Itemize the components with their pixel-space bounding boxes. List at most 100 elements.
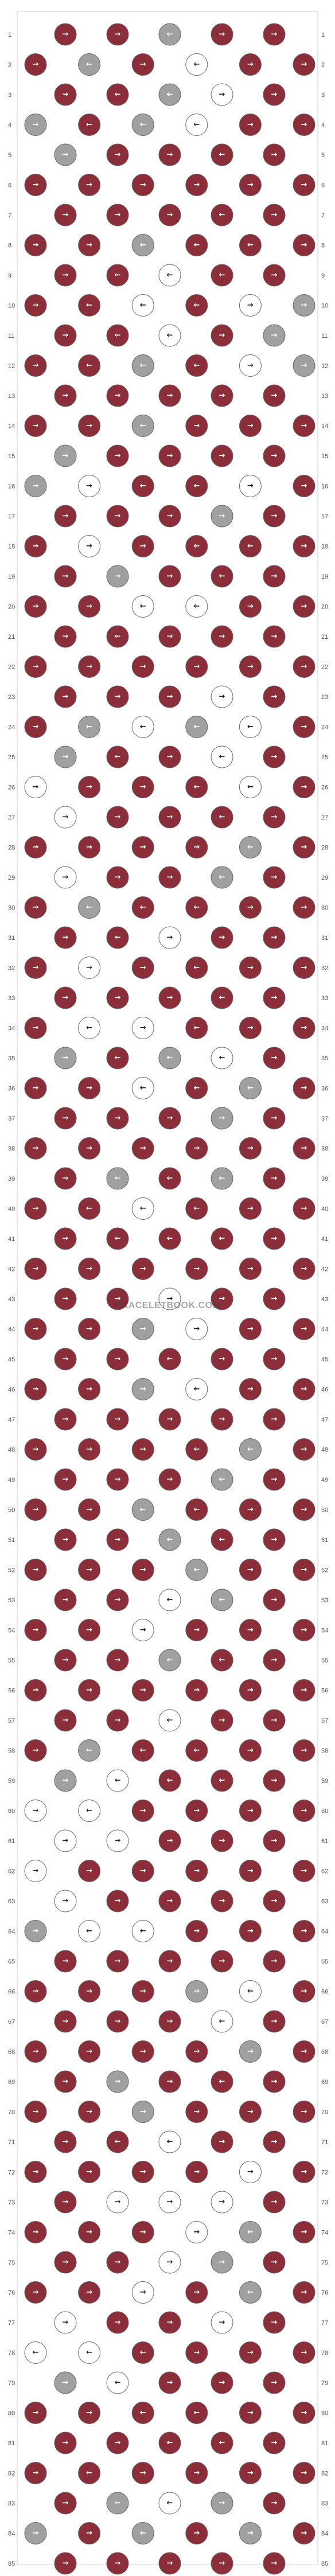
knot: → xyxy=(131,2101,154,2123)
knot-direction-icon: → xyxy=(271,2559,278,2568)
knot-direction-icon: ← xyxy=(247,783,254,791)
knot-circle xyxy=(185,1679,208,1701)
knot-circle xyxy=(106,1167,129,1190)
knot-direction-icon: → xyxy=(301,1445,307,1454)
knot: → xyxy=(106,2191,129,2214)
row-number-left: 82 xyxy=(8,2470,15,2477)
knot-direction-icon: → xyxy=(271,813,278,822)
knot-circle xyxy=(293,2040,315,2063)
knot-circle xyxy=(185,1559,208,1581)
knot-circle xyxy=(211,2251,233,2274)
knot-direction-icon: → xyxy=(193,1264,200,1273)
knot-direction-icon: → xyxy=(63,2258,69,2267)
knot: → xyxy=(211,2552,233,2575)
knot-circle xyxy=(24,896,47,919)
knot: → xyxy=(54,986,77,1009)
knot: → xyxy=(54,926,77,949)
knot-circle xyxy=(211,2191,233,2214)
knot: ← xyxy=(106,2371,129,2394)
knot-circle xyxy=(211,143,233,166)
knot-direction-icon: → xyxy=(301,2409,307,2417)
row-number-left: 42 xyxy=(8,1266,15,1273)
knot: → xyxy=(158,685,181,708)
knot-circle xyxy=(131,2040,154,2063)
knot-direction-icon: ← xyxy=(167,30,173,39)
row-number-right: 39 xyxy=(321,1176,328,1182)
row-number-right: 25 xyxy=(321,754,328,761)
knot-direction-icon: ← xyxy=(193,60,200,69)
knot-circle xyxy=(78,1800,101,1822)
knot-direction-icon: → xyxy=(115,452,121,460)
knot-direction-icon: → xyxy=(86,1626,92,1634)
row-number-left: 37 xyxy=(8,1115,15,1122)
knot-circle xyxy=(185,1800,208,1822)
knot: → xyxy=(24,1498,47,1521)
knot-circle xyxy=(185,415,208,437)
knot-direction-icon: ← xyxy=(167,2439,173,2448)
knot: ← xyxy=(78,294,101,317)
knot: ← xyxy=(106,926,129,949)
knot: ← xyxy=(78,1800,101,1822)
knot: → xyxy=(78,174,101,196)
knot: → xyxy=(263,1950,286,1973)
knot-direction-icon: → xyxy=(247,1867,254,1875)
knot-direction-icon: → xyxy=(33,1385,39,1394)
knot: ← xyxy=(106,1047,129,1070)
knot: → xyxy=(185,2281,208,2304)
knot-circle xyxy=(78,1860,101,1882)
knot-circle xyxy=(211,2070,233,2093)
knot-circle xyxy=(54,1408,77,1431)
knot-direction-icon: ← xyxy=(193,1746,200,1755)
knot: → xyxy=(54,204,77,227)
knot-direction-icon: → xyxy=(63,1716,69,1725)
knot-circle xyxy=(263,2070,286,2093)
knot-direction-icon: → xyxy=(33,723,39,731)
knot: → xyxy=(293,53,315,76)
knot-direction-icon: → xyxy=(247,421,254,430)
knot-direction-icon: → xyxy=(140,2228,146,2237)
knot: → xyxy=(131,1860,154,1882)
knot-circle xyxy=(24,595,47,618)
knot-direction-icon: ← xyxy=(193,241,200,249)
row-number-right: 38 xyxy=(321,1146,328,1153)
row-number-right: 15 xyxy=(321,453,328,460)
knot: → xyxy=(24,114,47,136)
knot: → xyxy=(239,595,262,618)
knot: ← xyxy=(158,1348,181,1371)
knot-circle xyxy=(211,866,233,889)
knot-circle xyxy=(263,143,286,166)
knot: ← xyxy=(106,1167,129,1190)
row-number-right: 11 xyxy=(321,333,328,339)
knot-circle xyxy=(78,1197,101,1220)
knot: → xyxy=(293,2341,315,2364)
knot-direction-icon: → xyxy=(271,1777,278,1785)
knot-circle xyxy=(239,1197,262,1220)
knot: → xyxy=(211,1287,233,1310)
knot-circle xyxy=(293,716,315,738)
knot-direction-icon: ← xyxy=(115,2138,121,2146)
knot: → xyxy=(54,2010,77,2033)
row-number-left: 70 xyxy=(8,2109,15,2116)
knot: ← xyxy=(131,1739,154,1762)
knot-circle xyxy=(211,1528,233,1551)
knot: ← xyxy=(78,1739,101,1762)
knot-circle xyxy=(263,23,286,46)
row-number-left: 56 xyxy=(8,1688,15,1695)
knot-direction-icon: → xyxy=(33,1084,39,1092)
row-number-left: 15 xyxy=(8,453,15,460)
row-number-right: 22 xyxy=(321,664,328,671)
knot: → xyxy=(106,384,129,407)
knot: → xyxy=(106,1468,129,1491)
knot: → xyxy=(158,926,181,949)
knot: → xyxy=(78,535,101,557)
knot-direction-icon: ← xyxy=(115,1174,121,1183)
knot-direction-icon: → xyxy=(167,753,173,762)
row-number-left: 2 xyxy=(8,62,11,69)
knot: → xyxy=(24,2281,47,2304)
knot-circle xyxy=(185,174,208,196)
